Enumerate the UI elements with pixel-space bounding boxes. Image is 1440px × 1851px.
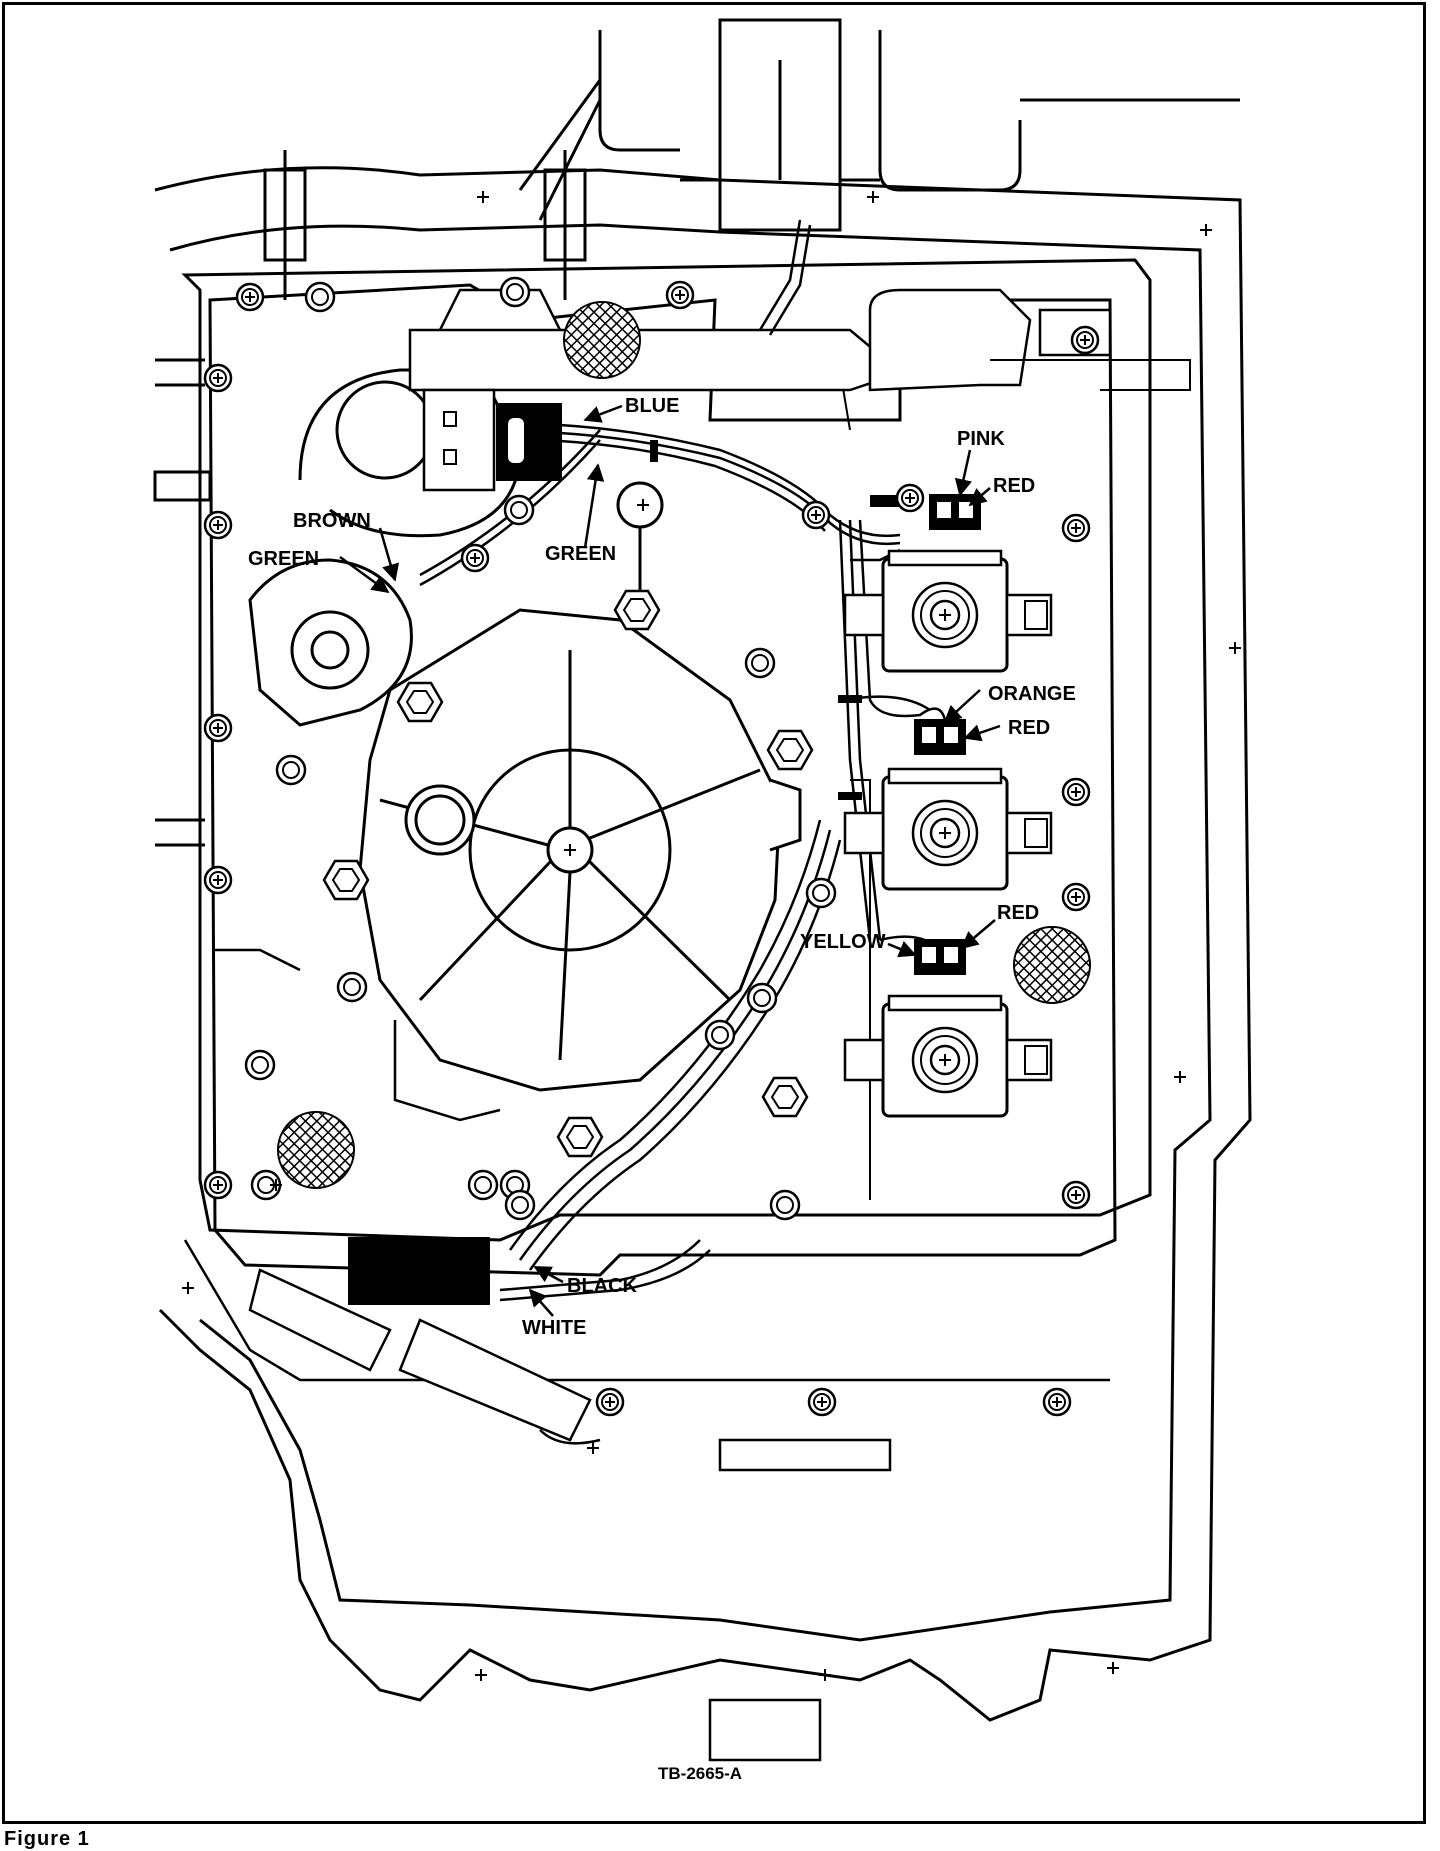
wire-label-blue: BLUE [625,395,679,417]
wire-label-red-bottom: RED [997,902,1039,924]
figure-caption: Figure 1 [4,1828,90,1850]
lower-filter-region [183,1239,1110,1762]
wire-label-white: WHITE [522,1317,586,1339]
wire-harness [419,219,947,1302]
reference-code: TB-2665-A [658,1764,742,1783]
wire-label-red-middle: RED [1008,717,1050,739]
wire-label-yellow: YELLOW [800,931,886,953]
transmission-case-outline [153,18,1252,1722]
hatched-filter-screen [277,301,1091,1189]
leader-arrows [339,404,1001,1317]
wire-label-black: BLACK [567,1275,638,1297]
wire-label-orange: ORANGE [988,683,1076,705]
wire-label-red-top: RED [993,475,1035,497]
electrical-module [348,388,562,1305]
solenoid-valve [843,549,1053,1118]
wire-label-pink: PINK [957,428,1005,450]
figure-frame [2,2,1426,1824]
wire-label-green-left: GREEN [248,548,319,570]
wire-label-brown: BROWN [293,510,371,532]
wire-label-green-right: GREEN [545,543,616,565]
wire-color-labels: BLUE BROWN GREEN GREEN PINK RED ORANGE R… [248,395,1076,1339]
fluid-passage-arc [508,819,842,1271]
